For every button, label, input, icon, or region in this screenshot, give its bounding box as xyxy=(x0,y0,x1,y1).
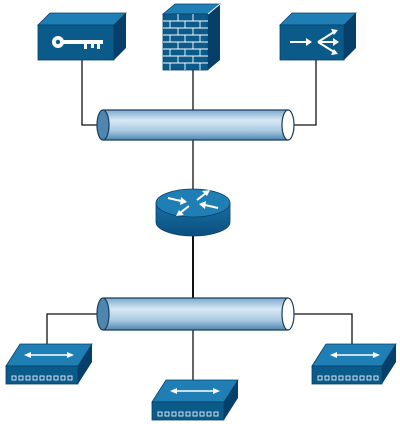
lower-bus xyxy=(96,297,295,331)
switch-ports xyxy=(317,375,379,381)
switch-left xyxy=(5,343,93,385)
auth-server xyxy=(37,12,127,61)
switch-ports xyxy=(11,375,73,381)
switch-ports xyxy=(157,411,219,417)
firewall xyxy=(161,3,222,71)
link-lower-bus-switch-right xyxy=(288,313,353,344)
switch-arrows-icon xyxy=(24,352,74,358)
router-arrows-icon xyxy=(167,190,219,216)
switch-center xyxy=(151,379,239,421)
link-auth-server-upper-bus xyxy=(81,60,103,126)
switch-arrows-icon xyxy=(330,352,380,358)
switch-right xyxy=(311,343,397,385)
load-balancer-arrows-icon xyxy=(290,29,339,55)
link-lower-bus-switch-left xyxy=(46,313,103,344)
switch-arrows-icon xyxy=(170,388,220,394)
upper-bus xyxy=(96,109,295,141)
link-load-balancer-upper-bus xyxy=(288,60,317,126)
router xyxy=(155,188,231,237)
key-icon xyxy=(52,36,103,49)
load-balancer xyxy=(279,12,357,61)
firewall-brick-icon xyxy=(163,3,221,70)
links xyxy=(46,60,353,380)
